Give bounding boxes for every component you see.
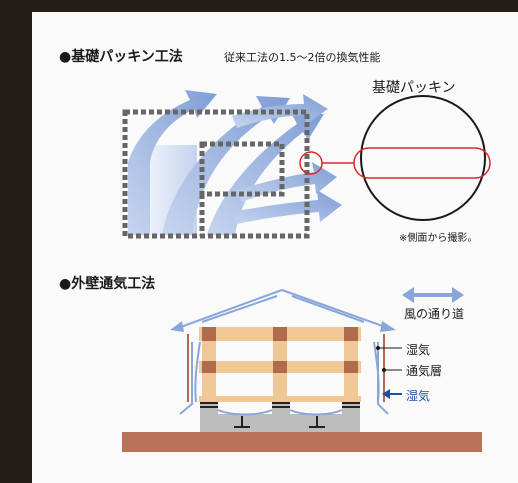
legend-humidity: 湿気 bbox=[406, 343, 431, 357]
legend-double-arrow bbox=[402, 287, 464, 303]
photo-note: ※側面から撮影。 bbox=[399, 233, 478, 244]
section1-subtitle: 従来工法の1.5〜2倍の換気性能 bbox=[224, 51, 381, 64]
section1-title: ●基礎パッキン工法 bbox=[59, 49, 183, 65]
legend-wind-path: 風の通り道 bbox=[404, 307, 465, 321]
packing-highlight-circle bbox=[299, 151, 323, 175]
packing-zoom-circle bbox=[360, 95, 486, 221]
content-panel: ●基礎パッキン工法 従来工法の1.5〜2倍の換気性能 基礎パッキン ※側面から撮… bbox=[32, 12, 518, 483]
legend-vent-layer: 通気層 bbox=[406, 364, 443, 378]
legend-leaders bbox=[378, 347, 402, 371]
roof-airflow bbox=[177, 288, 389, 329]
concrete-foundation bbox=[200, 400, 360, 432]
underfloor-airflow bbox=[217, 409, 343, 416]
frame-joints bbox=[202, 327, 358, 373]
foundation-airflow-illustration bbox=[122, 90, 491, 452]
airflow-arrows bbox=[127, 90, 342, 235]
section2-title: ●外壁通気工法 bbox=[59, 276, 156, 292]
wall-airflow bbox=[179, 341, 389, 415]
legend-humidity-in: 湿気 bbox=[406, 389, 431, 403]
ground-strip bbox=[122, 432, 482, 452]
packing-zoom-highlight bbox=[353, 147, 491, 179]
zoom-label: 基礎パッキン bbox=[372, 80, 456, 96]
humidity-in-arrow bbox=[382, 389, 402, 399]
packing-layers bbox=[200, 402, 360, 428]
